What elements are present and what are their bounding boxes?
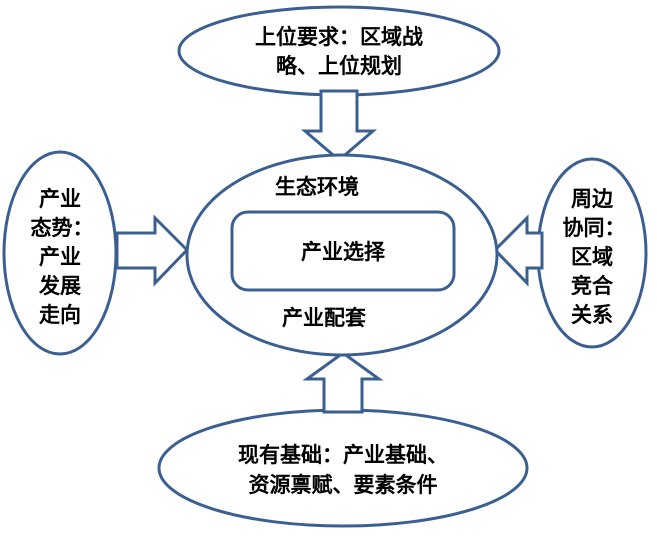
bottom-ellipse	[157, 408, 529, 528]
top-text-line1: 上位要求：区域战	[255, 25, 423, 49]
right-text-line4: 竞合	[571, 274, 614, 298]
right-text-line5: 关系	[571, 303, 613, 327]
right-text-line3: 区域	[571, 245, 613, 269]
center-box	[230, 210, 456, 292]
left-text-line3: 产业	[39, 245, 81, 269]
arrow-right-from-left	[115, 214, 190, 287]
top-text-line2: 略、上位规划	[276, 54, 402, 78]
bottom-text-line1: 现有基础：产业基础、	[238, 443, 448, 467]
bottom-text-line2: 资源禀赋、要素条件	[249, 473, 438, 497]
right-text-line1: 周边	[571, 187, 614, 211]
top-ellipse	[177, 5, 501, 97]
right-text-line2: 协同：	[563, 216, 626, 240]
center-box-label: 产业选择	[301, 240, 386, 264]
left-text-line1: 产业	[39, 187, 81, 211]
arrow-up-from-bottom	[302, 351, 384, 414]
center-top-label: 生态环境	[275, 175, 359, 199]
center-bottom-label: 产业配套	[282, 306, 366, 330]
left-text-line2: 态势：	[31, 216, 94, 240]
arrow-down-from-top	[300, 89, 378, 162]
left-text-line4: 发展	[38, 274, 81, 298]
left-text-line5: 走向	[39, 303, 81, 327]
arrow-left-from-right	[492, 214, 544, 287]
